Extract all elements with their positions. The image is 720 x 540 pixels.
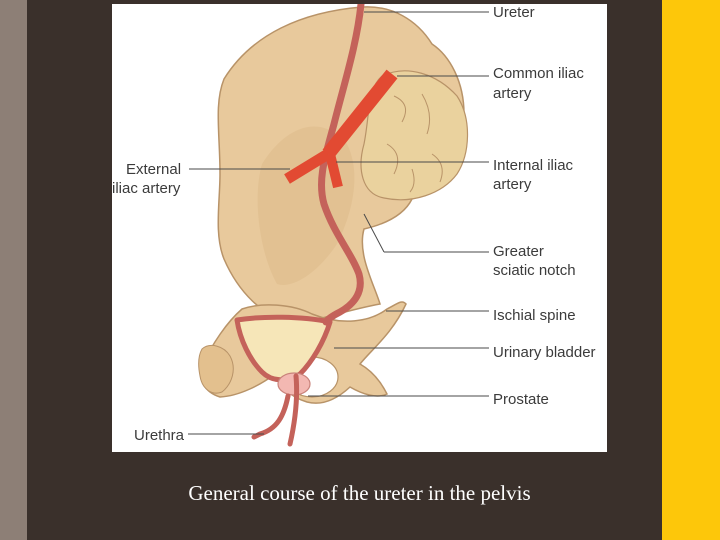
common-iliac-artery-shape [322,69,398,159]
label-greater-sciatic-line2: sciatic notch [493,262,576,279]
anatomy-figure: Ureter Common iliac artery External ilia… [112,4,607,452]
label-urinary-bladder: Urinary bladder [493,344,596,361]
label-urethra: Urethra [134,427,185,444]
sacral-surface [360,70,469,201]
label-internal-iliac-line2: artery [493,176,532,193]
left-accent-strip [0,0,27,540]
label-ureter: Ureter [493,4,535,21]
label-external-iliac-line1: External [126,161,181,178]
pelvis-diagram: Ureter Common iliac artery External ilia… [112,4,596,447]
label-internal-iliac-line1: Internal iliac [493,157,574,174]
ureter-path [318,4,365,326]
leader-lines [188,11,489,435]
label-greater-sciatic-line1: Greater [493,243,544,260]
label-external-iliac-line2: iliac artery [112,180,181,197]
right-accent-strip [662,0,720,540]
external-iliac-artery-shape [284,149,331,184]
label-prostate: Prostate [493,391,549,408]
ischial-tuberosity [198,345,234,394]
figure-caption: General course of the ureter in the pelv… [188,481,531,505]
label-common-iliac-line1: Common iliac [493,65,584,82]
label-ischial-spine: Ischial spine [493,307,576,324]
label-common-iliac-line2: artery [493,85,532,102]
internal-iliac-artery-shape [325,152,343,189]
bone-texture [386,93,443,193]
